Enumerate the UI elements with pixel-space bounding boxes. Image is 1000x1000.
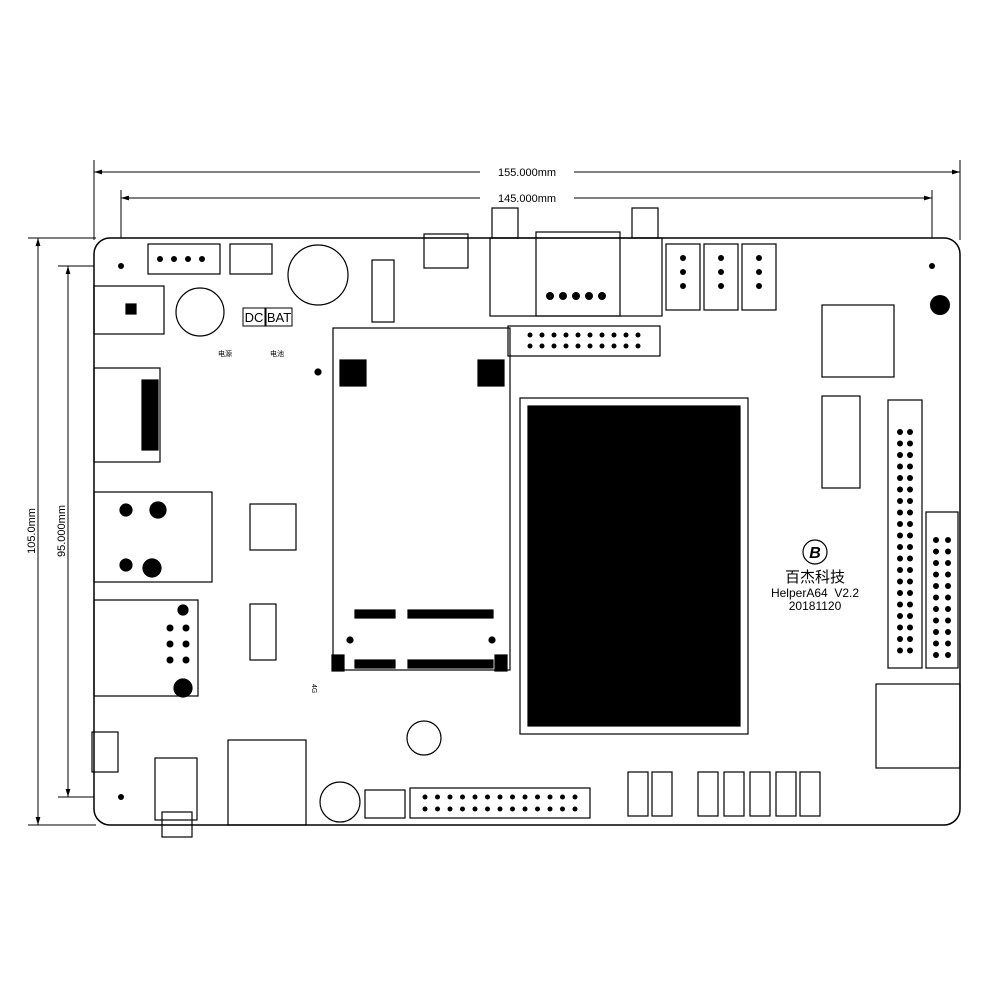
board-date: 20181120 [789, 599, 842, 613]
tact-buttons[interactable] [627, 771, 821, 817]
micro-usb-port [91, 731, 119, 773]
gpio-header-top [507, 325, 661, 357]
fpc-connector [821, 395, 861, 489]
label-4g: 4G [310, 684, 317, 693]
label-battery: 电池 [270, 349, 284, 358]
two-pin-connector [364, 789, 406, 819]
label-power: 电源 [218, 349, 232, 358]
audio-jack [154, 757, 198, 838]
top-jst-connector [229, 243, 273, 275]
dim-overall-height: 105.0mm [26, 508, 38, 554]
dim-overall-width: 155.000mm [498, 167, 556, 179]
rj45-connector [93, 599, 199, 698]
svg-text:B: B [809, 545, 821, 562]
rtc-battery [287, 244, 349, 306]
sensor-can [406, 720, 442, 756]
label-dc: DC [245, 310, 264, 325]
usb-hub-chip [249, 603, 277, 661]
lcd-pin-header [887, 399, 923, 669]
dim-hole-width: 145.000mm [498, 193, 556, 205]
fan-connector-3 [741, 243, 777, 311]
ethernet-phy-chip [249, 503, 297, 551]
fan-connector-2 [703, 243, 739, 311]
top-micro-usb [423, 233, 469, 269]
sim-card-slot [875, 683, 961, 769]
fan-connector-1 [665, 243, 701, 311]
top-header-4pin [147, 243, 221, 275]
power-switch [175, 287, 225, 337]
side-pin-header [925, 511, 959, 669]
main-soc-chip [519, 397, 749, 735]
label-bat: BAT [267, 310, 291, 325]
board-model: HelperA64 V2.2 [771, 586, 859, 600]
brand-name: 百杰科技 [785, 569, 845, 586]
qfp-chip [821, 304, 895, 378]
power-jack [93, 285, 165, 335]
bottom-pin-header [409, 787, 591, 819]
hdmi-connector [93, 367, 161, 463]
vga-connector [489, 207, 663, 317]
dim-hole-height: 95.000mm [56, 505, 68, 557]
header-pins [157, 255, 951, 812]
buzzer [319, 781, 361, 823]
mounting-holes [118, 263, 950, 800]
ethernet-usb-stack [93, 491, 213, 583]
mini-pcie-socket [314, 327, 511, 672]
tf-card-slot [227, 739, 307, 826]
soic-chip [371, 259, 395, 323]
board-logo: B [802, 539, 828, 565]
